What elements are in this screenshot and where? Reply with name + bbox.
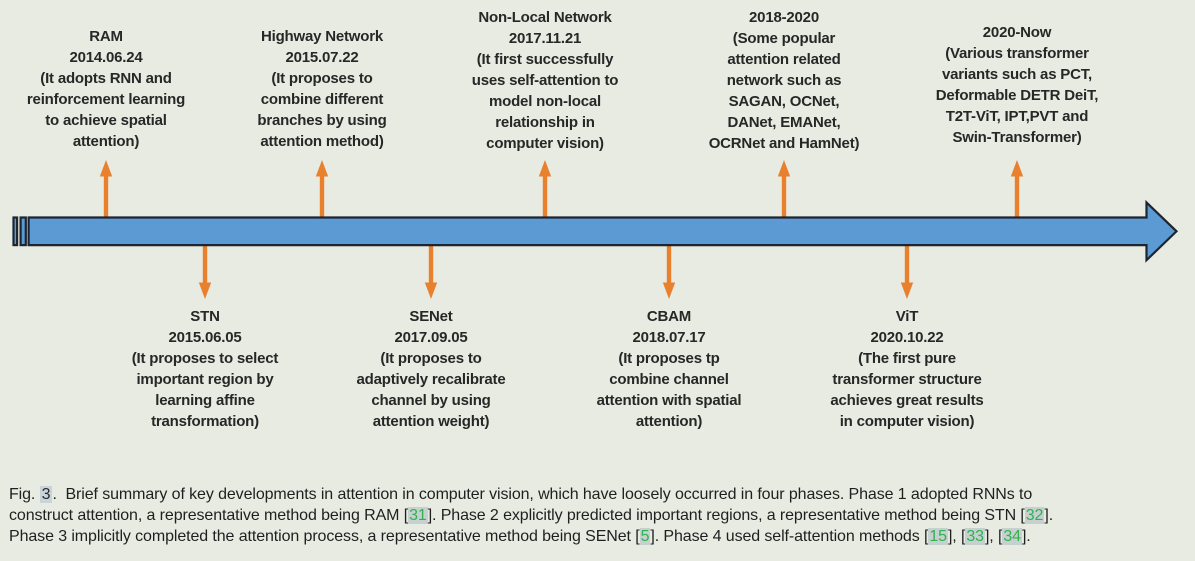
event-desc: (It proposes to combine different branch…: [257, 70, 387, 150]
caption-line: construct attention, a representative me…: [9, 507, 1054, 524]
timeline-arrow: [12, 199, 1179, 263]
event-date: 2017.09.05: [394, 329, 468, 346]
event-date: 2015.06.05: [168, 329, 242, 346]
timeline-event-ram: RAM 2014.06.24 (It adopts RNN and reinfo…: [0, 26, 212, 152]
event-title: STN: [190, 308, 220, 325]
event-title: Highway Network: [260, 28, 384, 45]
timeline-event-highway-network: Highway Network 2015.07.22 (It proposes …: [217, 26, 427, 152]
caption-line: Fig. 3. Brief summary of key development…: [9, 486, 1033, 503]
event-desc: (It first successfully uses self-attenti…: [471, 51, 619, 152]
event-title: RAM: [89, 28, 123, 45]
timeline-event-senet: SENet 2017.09.05 (It proposes to adaptiv…: [326, 306, 536, 432]
event-desc: (Various transformer variants such as PC…: [935, 45, 1099, 146]
event-desc: (Some popular attention related network …: [708, 30, 860, 152]
event-desc: (It proposes tp combine channel attentio…: [596, 350, 742, 430]
timeline-event-vit: ViT 2020.10.22 (The first pure transform…: [800, 306, 1014, 432]
event-date: 2017.11.21: [508, 30, 582, 47]
event-title: Non-Local Network: [478, 9, 612, 26]
citation-link[interactable]: 33: [965, 528, 985, 545]
down-arrow-icon: [198, 246, 914, 299]
event-title: 2020-Now: [982, 24, 1052, 41]
event-date: 2020.10.22: [870, 329, 944, 346]
figure-number-link[interactable]: 3: [39, 486, 53, 503]
citation-link[interactable]: 15: [928, 528, 948, 545]
event-desc: (It adopts RNN and reinforcement learnin…: [26, 70, 186, 150]
citation-link[interactable]: 34: [1002, 528, 1022, 545]
citation-link[interactable]: 32: [1024, 507, 1045, 524]
event-desc: (It proposes to select important region …: [131, 350, 279, 430]
caption-line: Phase 3 implicitly completed the attenti…: [9, 528, 1031, 545]
timeline-event-2020-now: 2020-Now (Various transformer variants s…: [902, 22, 1132, 148]
timeline-event-2018-2020: 2018-2020 (Some popular attention relate…: [676, 7, 892, 154]
up-arrow-icon: [99, 160, 1024, 217]
timeline-event-cbam: CBAM 2018.07.17 (It proposes tp combine …: [564, 306, 774, 432]
timeline-event-stn: STN 2015.06.05 (It proposes to select im…: [98, 306, 312, 432]
event-title: CBAM: [646, 308, 692, 325]
event-date: 2015.07.22: [285, 49, 359, 66]
event-desc: (It proposes to adaptively recalibrate c…: [356, 350, 506, 430]
citation-link[interactable]: 31: [408, 507, 428, 524]
event-date: 2018.07.17: [632, 329, 706, 346]
event-title: SENet: [409, 308, 453, 325]
figure-caption: Fig. 3. Brief summary of key development…: [9, 484, 1191, 547]
event-title: 2018-2020: [749, 9, 819, 26]
event-desc: (The first pure transformer structure ac…: [830, 350, 984, 430]
timeline-event-non-local-network: Non-Local Network 2017.11.21 (It first s…: [440, 7, 650, 154]
event-title: ViT: [895, 308, 919, 325]
event-date: 2014.06.24: [69, 49, 143, 66]
citation-link[interactable]: 5: [639, 528, 651, 545]
